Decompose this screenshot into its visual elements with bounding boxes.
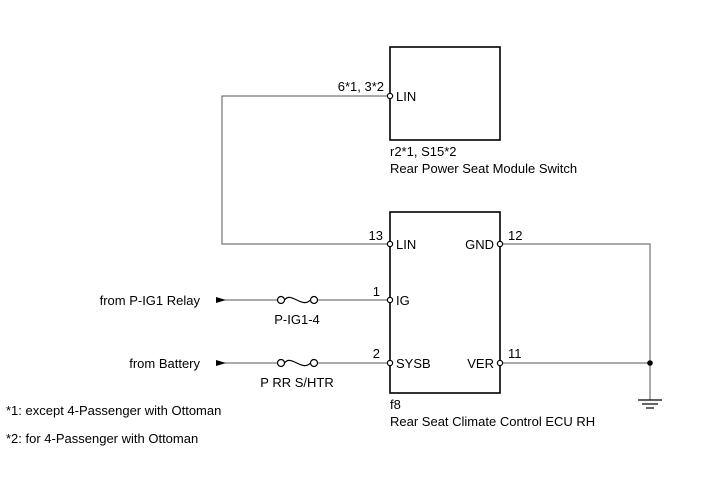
module-switch-name: Rear Power Seat Module Switch [390,161,577,176]
gnd-wire [502,243,651,400]
footnote-2: *2: for 4-Passenger with Ottoman [6,431,198,446]
ground-icon [638,399,662,409]
fuse-ig-label: P-IG1-4 [274,312,320,327]
fuse-battery-icon [276,358,319,368]
ecu-ver-label: VER [467,356,494,371]
ecu-box [389,211,501,394]
ecu-ig-pin [386,296,394,304]
relay-source-label: from P-IG1 Relay [100,293,201,308]
ecu-lin-pin [386,240,394,248]
module-switch-pin-label: LIN [396,89,416,104]
ecu-sysb-label: SYSB [396,356,431,371]
ecu-lin-number: 13 [369,228,383,243]
module-switch-connector: r2*1, S15*2 [390,144,457,159]
ecu-lin-label: LIN [396,237,416,252]
ecu-ig-number: 1 [373,284,380,299]
ecu-ig-label: IG [396,293,410,308]
ecu-sysb-pin [386,359,394,367]
lin-bus-wire [221,95,387,245]
ecu-ver-number: 11 [508,346,522,361]
ecu-connector: f8 [390,397,401,412]
ecu-gnd-label: GND [465,237,494,252]
module-switch-pin-number: 6*1, 3*2 [338,79,384,94]
footnote-1: *1: except 4-Passenger with Ottoman [6,403,221,418]
module-switch-lin-pin [386,92,394,100]
ecu-gnd-number: 12 [508,228,522,243]
ecu-name: Rear Seat Climate Control ECU RH [390,414,595,429]
splice-junction [647,360,653,366]
battery-arrow-icon [216,360,226,366]
relay-arrow-icon [216,297,226,303]
fuse-battery-label: P RR S/HTR [260,375,333,390]
ecu-sysb-number: 2 [373,346,380,361]
fuse-ig-icon [276,295,319,305]
ecu-ver-pin [496,359,504,367]
ecu-gnd-pin [496,240,504,248]
battery-source-label: from Battery [129,356,200,371]
